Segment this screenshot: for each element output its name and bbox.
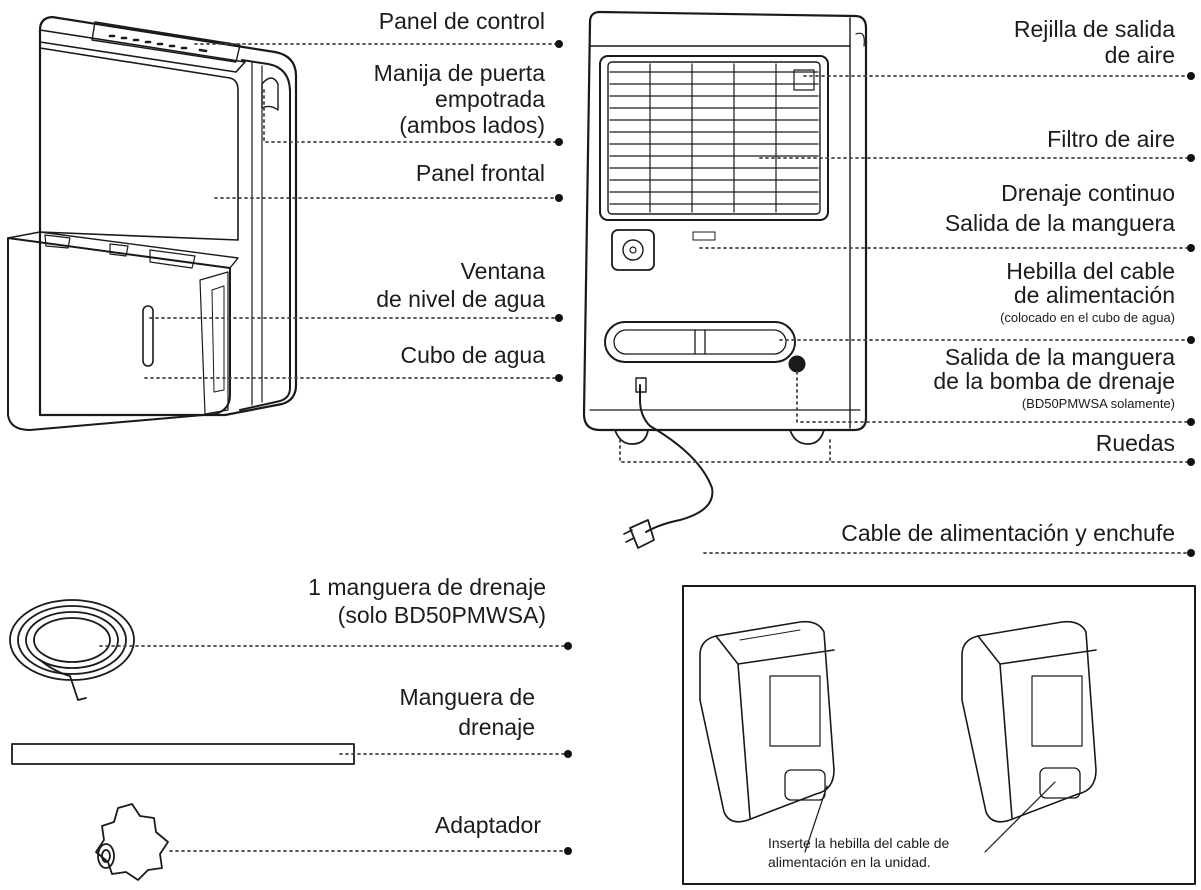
adapter-illustration <box>96 804 168 880</box>
label-wheels: Ruedas <box>1096 430 1175 457</box>
label-continuous-drain-line1: Drenaje continuo <box>1001 180 1175 207</box>
label-door-handle-line3: (ambos lados) <box>399 112 545 139</box>
label-pump-hose-line1: 1 manguera de drenaje <box>308 574 546 601</box>
label-pump-outlet-line2: de la bomba de drenaje <box>933 368 1175 395</box>
label-pump-hose-line2: (solo BD50PMWSA) <box>338 602 546 629</box>
label-cord-buckle-line2: de alimentación <box>1014 282 1175 309</box>
label-door-handle-line2: empotrada <box>435 86 545 113</box>
label-power-cord: Cable de alimentación y enchufe <box>841 520 1175 547</box>
front-unit-illustration <box>8 17 296 430</box>
label-door-handle-line1: Manija de puerta <box>374 60 545 87</box>
label-water-bucket: Cubo de agua <box>400 342 545 369</box>
label-air-outlet-line1: Rejilla de salida <box>1014 16 1175 43</box>
label-continuous-drain-line2: Salida de la manguera <box>945 210 1175 237</box>
inset-note-line1: Inserte la hebilla del cable de <box>768 834 949 853</box>
inset-unit-right <box>962 622 1096 822</box>
label-water-window-line2: de nivel de agua <box>376 286 545 313</box>
leader-lines <box>100 44 1188 851</box>
label-cord-buckle-note: (colocado en el cubo de agua) <box>1000 310 1175 326</box>
label-water-window-line1: Ventana <box>461 258 545 285</box>
inset-unit-left <box>700 622 834 822</box>
coiled-hose-illustration <box>10 600 134 700</box>
straight-hose-illustration <box>12 744 354 764</box>
label-pump-outlet-note: (BD50PMWSA solamente) <box>1022 396 1175 412</box>
label-air-outlet-line2: de aire <box>1105 42 1175 69</box>
inset-note: Inserte la hebilla del cable de alimenta… <box>768 834 949 872</box>
label-drain-hose-line2: drenaje <box>458 714 535 741</box>
label-air-filter: Filtro de aire <box>1047 126 1175 153</box>
label-drain-hose-line1: Manguera de <box>399 684 535 711</box>
label-control-panel: Panel de control <box>379 8 545 35</box>
inset-note-line2: alimentación en la unidad. <box>768 853 949 872</box>
label-pump-outlet-line1: Salida de la manguera <box>945 344 1175 371</box>
label-adapter: Adaptador <box>435 812 541 839</box>
label-front-panel: Panel frontal <box>416 160 545 187</box>
label-cord-buckle-line1: Hebilla del cable <box>1006 258 1175 285</box>
rear-unit-illustration <box>584 12 866 548</box>
